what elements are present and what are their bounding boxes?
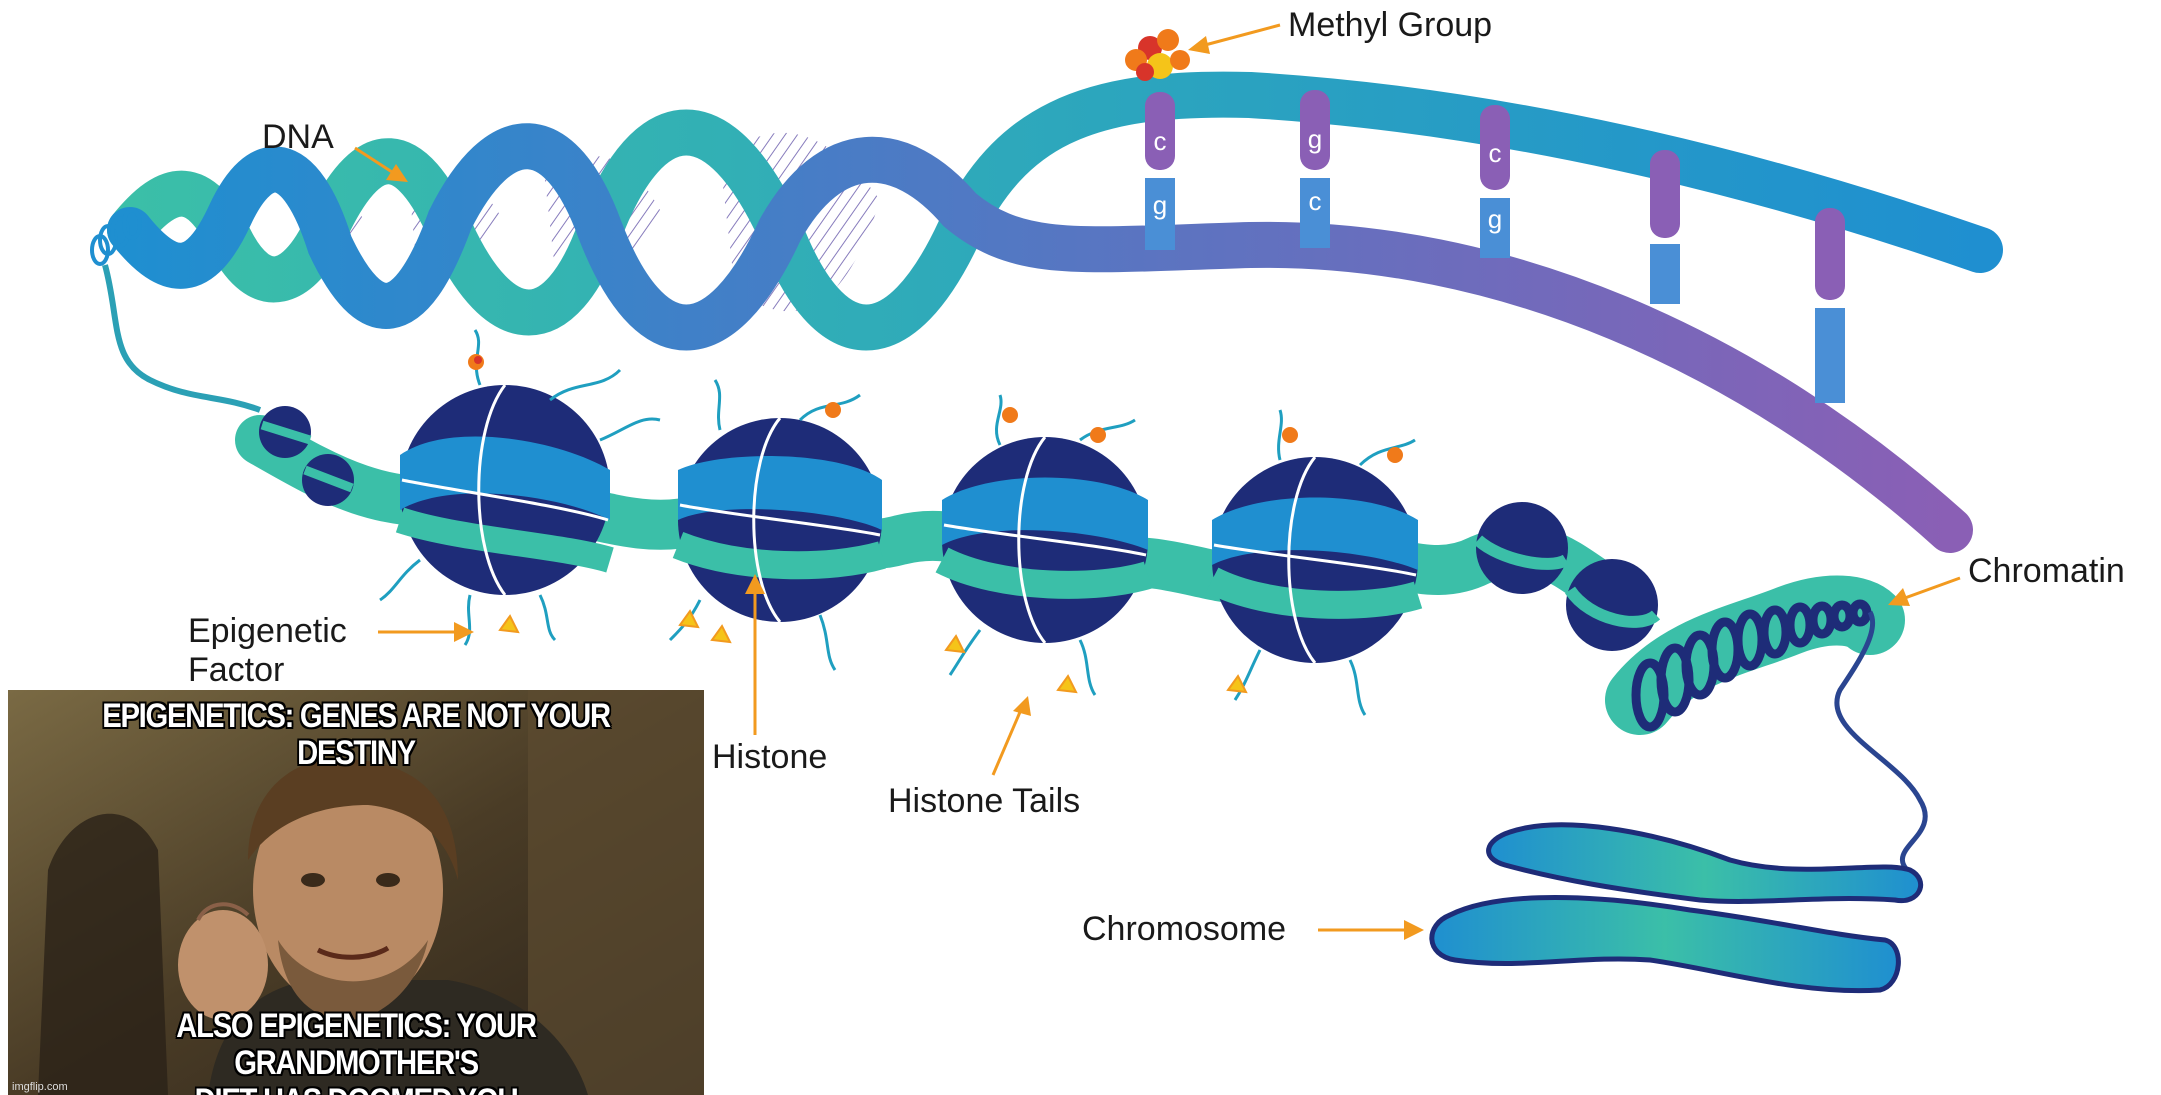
base-pair-1: c g: [1145, 92, 1175, 250]
base-pair-3: c g: [1480, 105, 1510, 258]
base-letter: g: [1488, 204, 1502, 234]
label-epigenetic-factor-line2: Factor: [188, 651, 347, 690]
tail-methyl-dots: [468, 354, 1403, 463]
arrow-chromatin: [1888, 578, 1960, 606]
label-methyl-group: Methyl Group: [1288, 6, 1492, 45]
base-pair-4: [1650, 150, 1680, 304]
meme-image: EPIGENETICS: GENES ARE NOT YOUR DESTINY …: [8, 690, 704, 1095]
chromatin-fiber: [259, 330, 1658, 715]
meme-bottom-text: ALSO EPIGENETICS: YOUR GRANDMOTHER'S DIE…: [57, 1008, 656, 1095]
label-histone-tails: Histone Tails: [888, 782, 1080, 821]
label-epigenetic-factor-line1: Epigenetic: [188, 612, 347, 651]
histone-4: [1212, 457, 1418, 663]
meme-top-text: EPIGENETICS: GENES ARE NOT YOUR DESTINY: [57, 698, 656, 773]
base-letter: g: [1308, 124, 1322, 154]
base-letter: g: [1153, 190, 1167, 220]
base-letter: c: [1489, 138, 1502, 168]
histone-3: [942, 437, 1148, 643]
arrow-epigenetic-factor: [378, 622, 474, 642]
chromosome: [1432, 825, 1921, 991]
label-epigenetic-factor: Epigenetic Factor: [188, 612, 347, 690]
histone-2: [678, 418, 882, 622]
label-histone: Histone: [712, 738, 827, 777]
label-dna: DNA: [262, 118, 334, 157]
base-pair-2: g c: [1300, 90, 1330, 248]
histone-1: [400, 385, 610, 595]
chromatin-coil: [1636, 604, 1925, 880]
epigenetic-factor-icons: [500, 611, 1246, 692]
meme-bottom-line1: ALSO EPIGENETICS: YOUR GRANDMOTHER'S: [57, 1008, 656, 1083]
base-letter: c: [1309, 186, 1322, 216]
arrow-methyl-group: [1188, 25, 1280, 54]
base-pair-5: [1815, 208, 1845, 403]
arrow-chromosome: [1318, 920, 1424, 940]
base-letter: c: [1154, 126, 1167, 156]
label-chromosome: Chromosome: [1082, 910, 1286, 949]
meme-watermark: imgflip.com: [12, 1081, 68, 1093]
label-chromatin: Chromatin: [1968, 552, 2125, 591]
meme-bottom-line2: DIET HAS DOOMED YOU: [57, 1083, 656, 1095]
arrow-histone-tails: [993, 696, 1031, 775]
